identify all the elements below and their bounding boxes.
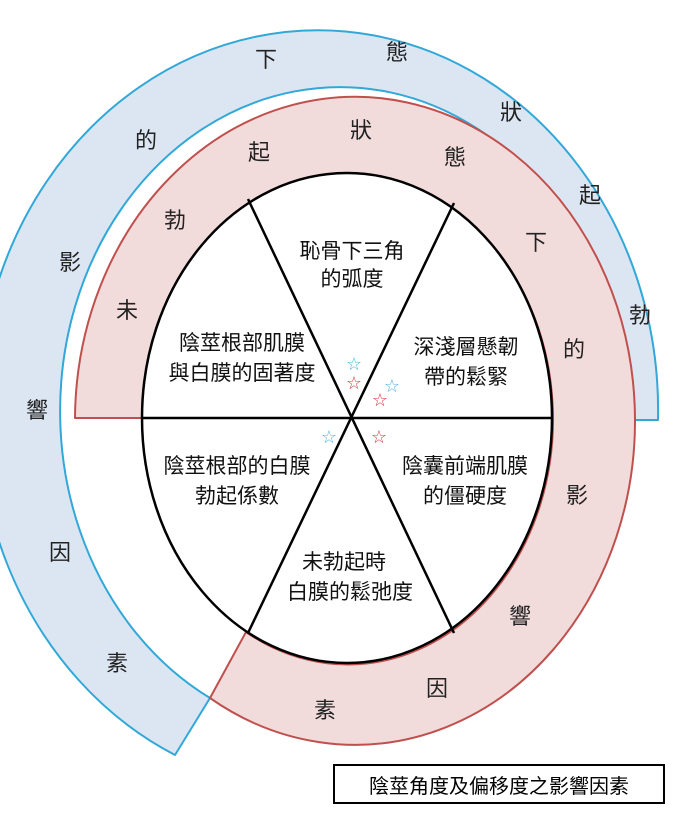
segment-lower-left: 陰莖根部的白膜 勃起係數 <box>164 454 311 508</box>
outer-ring-char: 影 <box>59 251 81 276</box>
star-icon-blue-2: ☆ <box>384 376 400 397</box>
outer-ring <box>0 29 660 756</box>
star-icon-red-3: ☆ <box>371 427 387 448</box>
segment-bottom: 未勃起時 白膜的鬆弛度 <box>287 550 413 604</box>
middle-ring-char: 的 <box>563 338 585 363</box>
outer-ring-char: 素 <box>106 652 128 677</box>
segment-bottom-line1: 未勃起時 <box>302 550 386 574</box>
outer-ring-char: 下 <box>255 48 277 73</box>
segment-lower-left-line2: 勃起係數 <box>195 484 279 508</box>
middle-ring-chars: 未 勃 起 狀 態 下 的 影 響 因 素 <box>116 119 588 724</box>
middle-ring-char: 狀 <box>350 119 372 144</box>
middle-ring-char: 素 <box>314 699 336 724</box>
outer-ring-char: 響 <box>26 399 48 424</box>
segment-top-line1: 恥骨下三角 <box>300 239 405 263</box>
caption-title: 陰莖角度及偏移度之影響因素 <box>369 773 629 798</box>
middle-ring-char: 勃 <box>164 209 186 234</box>
middle-ring-char: 響 <box>509 605 531 630</box>
middle-ring-char: 態 <box>444 146 466 171</box>
outer-ring-char: 的 <box>135 129 157 154</box>
middle-ring-char: 因 <box>426 677 448 702</box>
segment-upper-right: 深淺層懸韌 帶的鬆緊 <box>414 335 519 389</box>
middle-ring-char: 下 <box>525 231 547 256</box>
segment-top: 恥骨下三角 的弧度 <box>300 239 405 291</box>
segment-top-line2: 的弧度 <box>321 267 384 291</box>
middle-ring-char: 影 <box>566 484 588 509</box>
segment-bottom-line2: 白膜的鬆弛度 <box>287 580 413 604</box>
middle-ring-char: 未 <box>116 299 138 324</box>
middle-ring-char: 起 <box>248 141 270 166</box>
outer-ring-char: 起 <box>579 184 601 209</box>
star-icon-red-2: ☆ <box>372 390 388 411</box>
star-icon-blue-3: ☆ <box>321 427 337 448</box>
segment-lower-right: 陰囊前端肌膜 的僵硬度 <box>402 454 528 508</box>
segment-upper-left: 陰莖根部肌膜 與白膜的固著度 <box>169 331 316 385</box>
caption-box: 陰莖角度及偏移度之影響因素 <box>333 764 665 804</box>
divider-diagonal-2 <box>246 202 456 634</box>
outer-ring-chars: 影 的 下 態 狀 起 勃 響 因 素 <box>26 41 651 677</box>
segment-upper-right-line2: 帶的鬆緊 <box>424 365 508 389</box>
outer-ring-char: 態 <box>386 41 408 66</box>
segment-lower-right-line1: 陰囊前端肌膜 <box>402 454 528 478</box>
star-icon-blue-1: ☆ <box>346 354 362 375</box>
star-icon-red-1: ☆ <box>346 373 362 394</box>
segment-lower-left-line1: 陰莖根部的白膜 <box>164 454 311 478</box>
outer-ring-char: 狀 <box>500 101 522 126</box>
segment-upper-right-line1: 深淺層懸韌 <box>414 335 519 359</box>
segment-upper-left-line1: 陰莖根部肌膜 <box>179 331 305 355</box>
outer-ring-char: 因 <box>49 541 71 566</box>
outer-ring-char: 勃 <box>629 304 651 329</box>
segment-lower-right-line2: 的僵硬度 <box>423 484 507 508</box>
segment-upper-left-line2: 與白膜的固著度 <box>169 361 316 385</box>
